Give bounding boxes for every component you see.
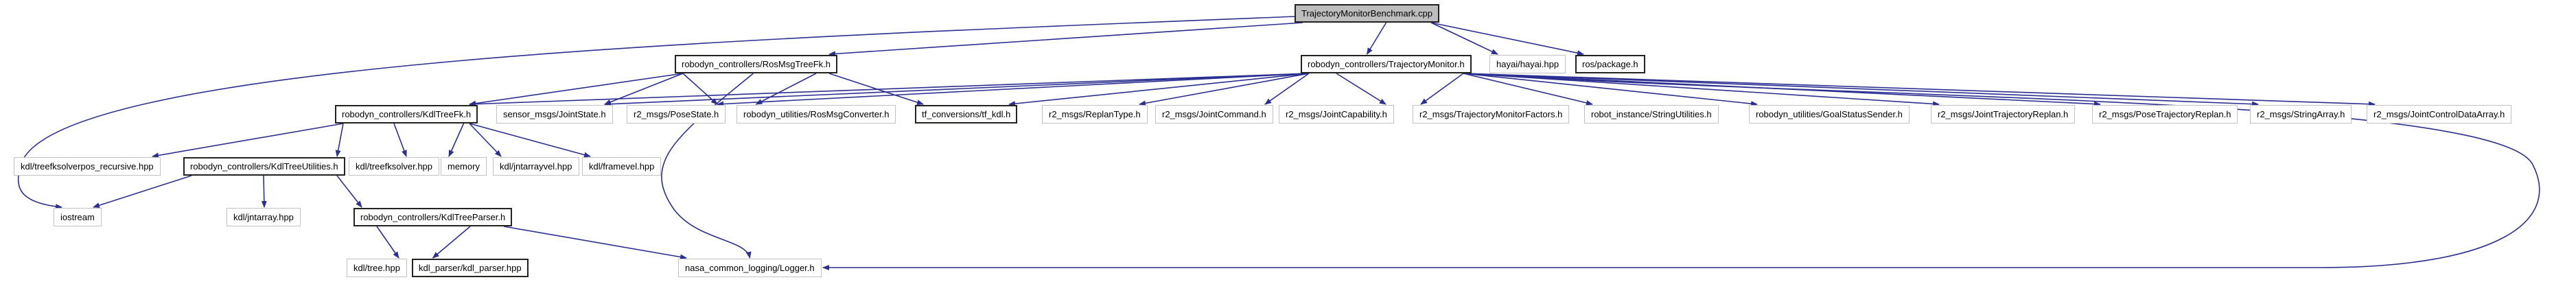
edge-rosmsgtreefk-to-logger <box>661 73 754 259</box>
graph-node-ptreplan: r2_msgs/PoseTrajectoryReplan.h <box>2092 105 2238 124</box>
edge-rosmsgtreefk-to-tfkdl <box>828 73 924 105</box>
edge-trajmon-to-strarray <box>1463 73 2259 107</box>
graph-node-tmfactors: r2_msgs/TrajectoryMonitorFactors.h <box>1413 105 1570 124</box>
edge-rosmsgtreefk-to-rosmsgconv <box>755 73 817 105</box>
graph-node-treefksolver: kdl/treefksolver.hpp <box>349 157 440 176</box>
edge-trajmon-to-tfkdl <box>1008 73 1310 107</box>
graph-node-jointcap: r2_msgs/JointCapability.h <box>1279 105 1394 124</box>
edge-trajmon-to-jtreplan <box>1463 73 1940 107</box>
edge-trajmon-to-jointstate <box>604 73 1310 107</box>
edge-trajmon-to-jcdarray <box>1463 73 2376 107</box>
edge-trajmon-to-kdltreefk <box>469 73 1310 107</box>
graph-node-kdlparser[interactable]: kdl_parser/kdl_parser.hpp <box>412 259 529 277</box>
edge-kdltreefk-to-jntarrayvel <box>469 123 502 157</box>
edge-kdltreeparser-to-logger <box>503 226 687 260</box>
graph-node-fksolverrec: kdl/treefksolverpos_recursive.hpp <box>14 157 161 176</box>
graph-node-replantype: r2_msgs/ReplanType.h <box>1042 105 1148 124</box>
graph-node-jntarrayvel: kdl/jntarrayvel.hpp <box>493 157 579 176</box>
graph-node-jcdarray: r2_msgs/JointControlDataArray.h <box>2367 105 2512 124</box>
graph-node-framevel: kdl/framevel.hpp <box>582 157 662 176</box>
edge-trajmon-to-goalstatus <box>1463 73 1758 107</box>
edge-bench-to-rospkg <box>1430 22 1584 56</box>
graph-node-tfkdl[interactable]: tf_conversions/tf_kdl.h <box>915 105 1018 124</box>
edge-trajmon-to-posestate <box>717 73 1310 107</box>
graph-node-kdltreeparser[interactable]: robodyn_controllers/KdlTreeParser.h <box>353 208 513 226</box>
graph-node-memory: memory <box>441 157 487 176</box>
graph-node-trajmon[interactable]: robodyn_controllers/TrajectoryMonitor.h <box>1301 55 1472 73</box>
graph-node-strutil: robot_instance/StringUtilities.h <box>1584 105 1719 124</box>
edge-kdltreeparser-to-kdlparser <box>432 226 471 259</box>
edge-kdltreefk-to-kdltreeutil <box>335 123 344 157</box>
edge-trajmon-to-tmfactors <box>1420 73 1464 105</box>
edge-kdltreefk-to-fksolverrec <box>152 123 344 158</box>
graph-node-rosmsgtreefk[interactable]: robodyn_controllers/RosMsgTreeFk.h <box>675 55 837 73</box>
graph-node-kdltreefk[interactable]: robodyn_controllers/KdlTreeFk.h <box>335 105 478 124</box>
edge-kdltreeutil-to-iostream <box>93 175 192 209</box>
graph-node-kdltree: kdl/tree.hpp <box>347 259 407 277</box>
graph-node-jntarray: kdl/jntarray.hpp <box>227 208 301 226</box>
graph-node-kdltreeutil[interactable]: robodyn_controllers/KdlTreeUtilities.h <box>183 157 345 176</box>
edge-kdltreefk-to-memory <box>448 123 465 157</box>
graph-node-hayai: hayai/hayai.hpp <box>1489 55 1566 73</box>
edge-trajmon-to-jointcmd <box>1264 73 1310 105</box>
edge-trajmon-to-jointcap <box>1336 73 1386 105</box>
edge-rosmsgtreefk-to-jointstate <box>604 73 684 105</box>
edge-kdltreefk-to-framevel <box>469 123 591 158</box>
edge-trajmon-to-ptreplan <box>1463 73 2101 107</box>
graph-node-jointstate: sensor_msgs/JointState.h <box>496 105 613 124</box>
edge-trajmon-to-logger <box>822 73 2540 270</box>
edge-kdltreeparser-to-kdltree <box>376 226 399 259</box>
edge-bench-to-trajmon <box>1366 22 1387 55</box>
graph-node-jtreplan: r2_msgs/JointTrajectoryReplan.h <box>1931 105 2076 124</box>
edge-kdltreeutil-to-kdltreeparser <box>336 175 362 208</box>
graph-node-iostream: iostream <box>54 208 102 226</box>
edge-bench-to-rosmsgtreefk <box>828 22 1303 57</box>
graph-node-rospkg[interactable]: ros/package.h <box>1575 55 1645 73</box>
graph-node-strarray: r2_msgs/StringArray.h <box>2250 105 2352 124</box>
edge-trajmon-to-strutil <box>1463 73 1593 106</box>
graph-node-jointcmd: r2_msgs/JointCommand.h <box>1155 105 1273 124</box>
edge-kdltreefk-to-treefksolver <box>393 123 407 157</box>
graph-node-goalstatus: robodyn_utilities/GoalStatusSender.h <box>1749 105 1910 124</box>
graph-node-logger: nasa_common_logging/Logger.h <box>678 259 822 277</box>
graph-node-rosmsgconv: robodyn_utilities/RosMsgConverter.h <box>736 105 896 124</box>
edge-rosmsgtreefk-to-posestate <box>682 73 718 105</box>
edge-trajmon-to-replantype <box>1139 73 1310 106</box>
graph-node-posestate: r2_msgs/PoseState.h <box>627 105 726 124</box>
graph-node-bench[interactable]: TrajectoryMonitorBenchmark.cpp <box>1295 4 1439 23</box>
edge-bench-to-hayai <box>1430 22 1498 55</box>
edge-rosmsgtreefk-to-kdltreefk <box>469 73 684 106</box>
